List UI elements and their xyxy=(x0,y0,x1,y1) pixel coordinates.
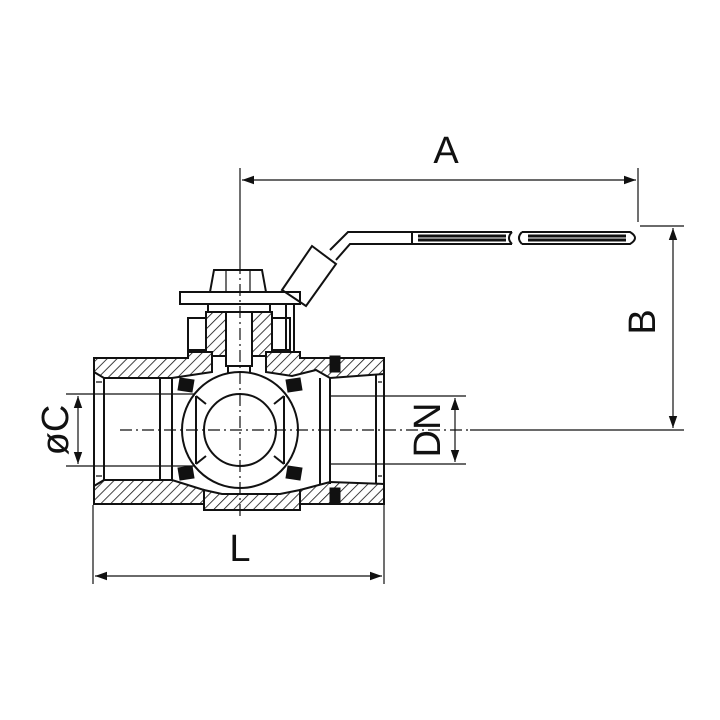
dimension-c: øC xyxy=(35,393,210,467)
center-lines xyxy=(120,262,470,520)
dimension-l: L xyxy=(92,505,385,584)
dimension-c-label: øC xyxy=(35,405,77,456)
lever-handle xyxy=(179,231,636,308)
dimension-b-label: B xyxy=(622,309,664,334)
dimension-l-label: L xyxy=(229,528,250,570)
dimension-a: A xyxy=(239,130,639,262)
dimension-b: B xyxy=(470,225,684,431)
dimension-a-label: A xyxy=(433,130,459,172)
valve-body xyxy=(93,351,385,511)
